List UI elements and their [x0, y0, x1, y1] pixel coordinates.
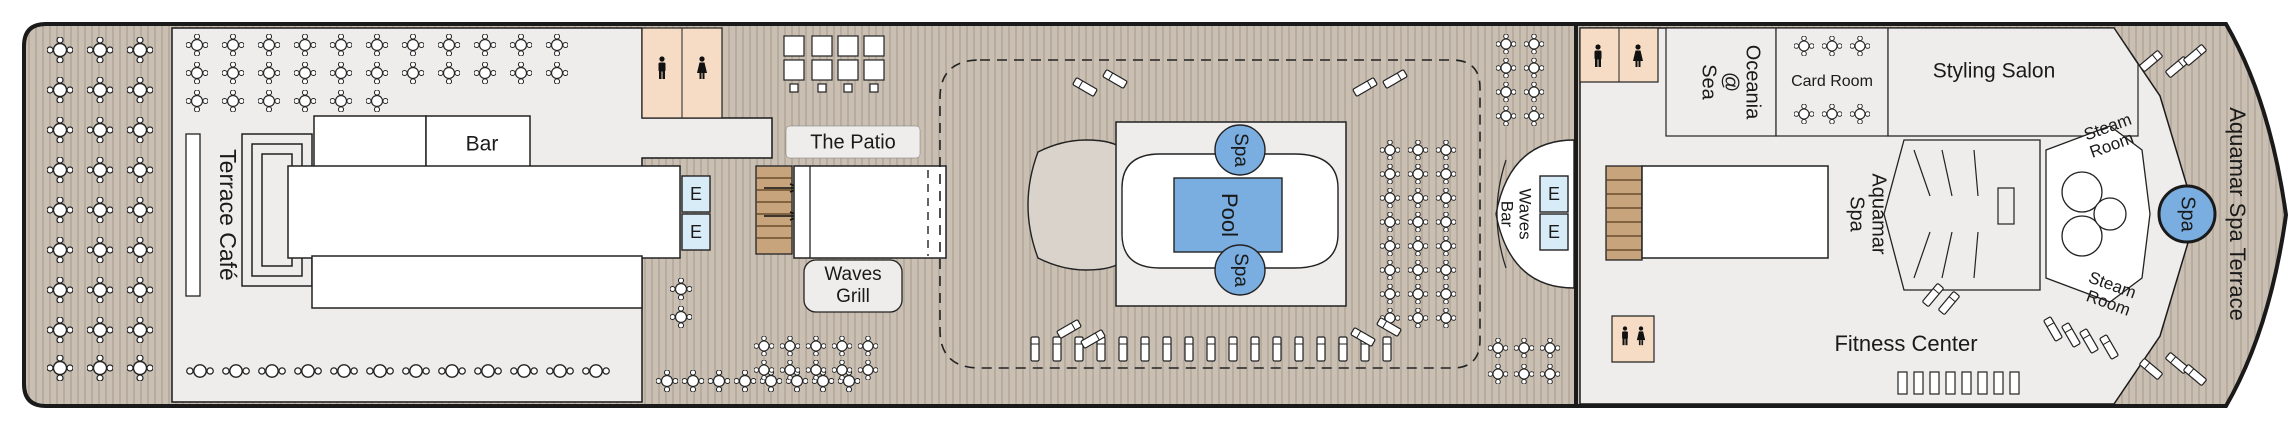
pool: [1173, 177, 1283, 253]
the-patio-sign: [785, 125, 921, 159]
spa-stairs: [1605, 165, 1643, 261]
sun-lounger: [1250, 336, 1260, 362]
patio-stairs: [755, 165, 793, 255]
elevator-icon: E: [1548, 222, 1560, 242]
fitness-equipment: [1897, 371, 2020, 395]
elevator-icon: E: [690, 184, 702, 204]
styling-salon-room: [1887, 27, 2139, 137]
sun-lounger: [1294, 336, 1304, 362]
oceania-label-line1: Oceania: [1742, 45, 1764, 120]
sun-lounger: [1052, 336, 1062, 362]
pool-label: Pool: [1217, 193, 1242, 237]
sun-lounger: [1206, 336, 1216, 362]
waves-grill-label-line1: Waves: [824, 264, 881, 285]
card-room: Card Room: [1775, 27, 1889, 137]
patio-grill-counter: [793, 165, 947, 259]
sun-lounger: [1338, 336, 1348, 362]
sun-lounger: [1272, 336, 1282, 362]
sun-lounger: [1162, 336, 1172, 362]
spa-pool-top: [1214, 124, 1266, 176]
spa-top-label: Spa: [1230, 133, 1251, 167]
sun-lounger: [1228, 336, 1238, 362]
sun-lounger: [1118, 336, 1128, 362]
the-patio-label: The Patio: [810, 131, 896, 153]
spa-terrace-tub: [2157, 184, 2217, 244]
sun-lounger: [1030, 336, 1040, 362]
oceania-label-line2: @: [1720, 72, 1742, 92]
elevator-icon: E: [690, 222, 702, 242]
oceania-at-sea: Oceania @ Sea: [1665, 27, 1777, 137]
stairs-icon: [756, 177, 792, 239]
aquamar-spa-partitions: [1913, 149, 2015, 279]
restroom-left: [641, 27, 723, 119]
card-room-label: Card Room: [1791, 73, 1873, 90]
sun-lounger: [1316, 336, 1326, 362]
waves-bar-label-line2: Bar: [1498, 201, 1517, 228]
terrace-cafe-sign: [185, 133, 201, 297]
fitness-center-label: Fitness Center: [1834, 331, 1977, 356]
styling-salon-label: Styling Salon: [1933, 60, 2056, 83]
restroom-right: [1579, 27, 1659, 83]
pool-deck-boundary: [939, 59, 1481, 369]
aquamar-spa-terrace-label: Aquamar Spa Terrace: [2225, 107, 2250, 321]
waves-grill: [803, 259, 903, 313]
oceania-label-line3: Sea: [1698, 64, 1720, 100]
aquamar-spa-label-line1: Aquamar: [1868, 173, 1890, 254]
aquamar-spa-label-line2: Spa: [1846, 196, 1868, 232]
sun-lounger: [1382, 336, 1392, 362]
sun-lounger: [1140, 336, 1150, 362]
spa-round-label: Spa: [2177, 196, 2199, 232]
elevator-bank-left: E E: [681, 175, 711, 251]
buffet-counter: [241, 115, 681, 309]
elevator-bank-right: E E: [1539, 175, 1569, 251]
elevator-icon: E: [1548, 184, 1560, 204]
spa-pool-bottom: [1214, 244, 1266, 296]
aquamar-spa-rooms: [1883, 139, 2041, 291]
spa-bottom-label: Spa: [1230, 253, 1251, 287]
bar-label: Bar: [466, 133, 499, 156]
waves-grill-label-line2: Grill: [836, 286, 870, 307]
spa-lobby-block: [1641, 165, 1829, 259]
terrace-cafe-label: Terrace Café: [215, 149, 241, 281]
patio-counters: [783, 35, 885, 93]
accessible-restroom: [1611, 315, 1655, 363]
waves-bar-label-line1: Waves: [1516, 188, 1535, 239]
sun-lounger: [1184, 336, 1194, 362]
